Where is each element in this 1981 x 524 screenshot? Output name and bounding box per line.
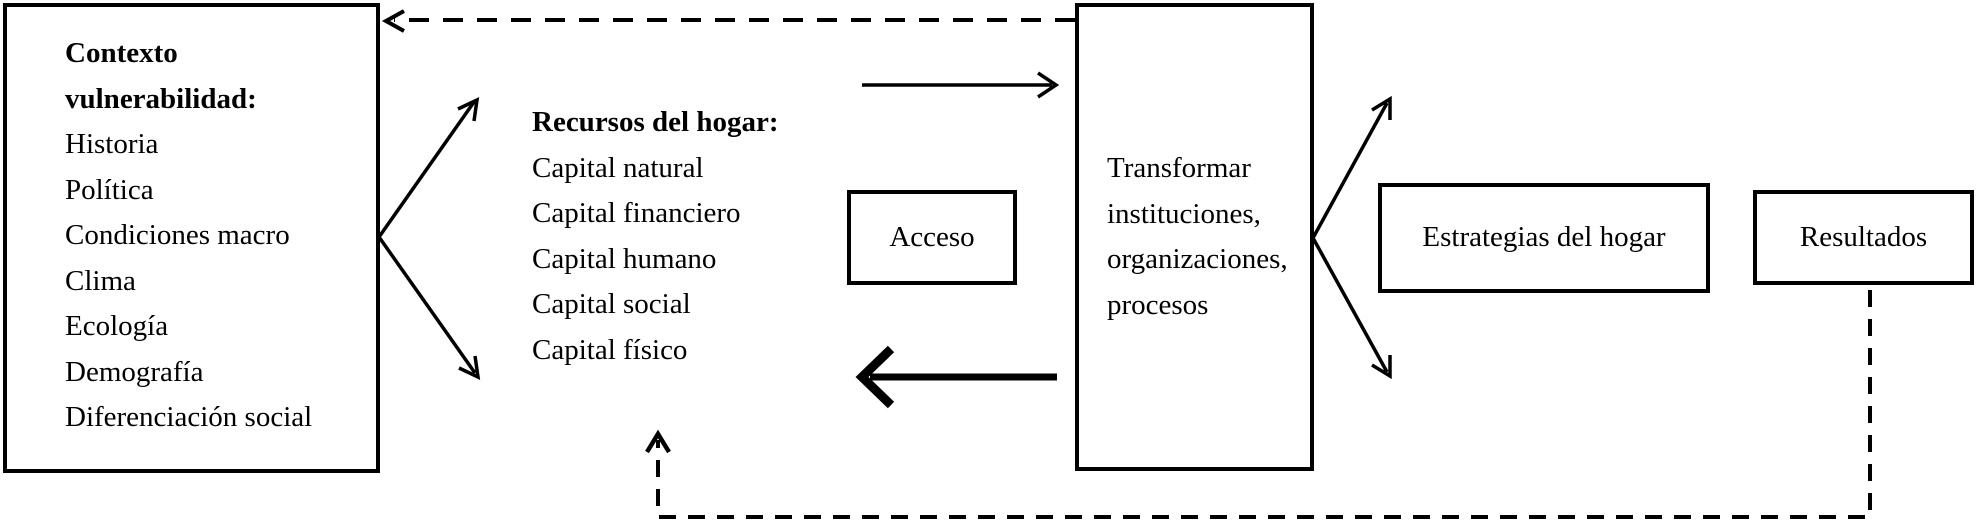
arrow-transformar-diverge-down [1311,237,1392,380]
contexto-vulnerabilidad-box: Contexto vulnerabilidad: Historia Políti… [3,3,380,473]
contexto-title-line2: vulnerabilidad: [65,82,257,115]
arrow-recursos-to-transformar [862,71,1060,99]
recursos-del-hogar-list: Recursos del hogar: Capital natural Capi… [532,100,778,373]
contexto-item: Historia [65,128,159,160]
transformar-line: organizaciones, [1107,243,1288,275]
recursos-item: Capital financiero [532,197,741,229]
recursos-title: Recursos del hogar: [532,106,779,138]
contexto-item: Diferenciación social [65,401,313,433]
transformar-line: procesos [1107,288,1209,321]
resultados-box: Resultados [1753,190,1974,285]
thick-arrow-transformar-to-recursos [855,345,1057,409]
contexto-item: Ecología [65,310,169,342]
contexto-item: Condiciones macro [65,219,290,251]
acceso-box: Acceso [847,190,1017,285]
recursos-item: Capital físico [532,333,688,366]
estrategias-label: Estrategias del hogar [1422,221,1666,254]
transformar-line: Transformar [1107,152,1251,184]
contexto-item: Clima [65,264,136,297]
contexto-item: Política [65,173,154,206]
acceso-label: Acceso [889,220,975,253]
resultados-label: Resultados [1799,220,1928,253]
arrow-contexto-diverge-down [377,235,481,380]
recursos-item: Capital natural [532,151,704,184]
arrow-contexto-diverge-up [377,97,480,239]
recursos-item: Capital humano [532,242,717,275]
dashed-arrow-transformar-to-contexto [381,9,1075,33]
arrow-transformar-diverge-up [1311,95,1392,239]
transformar-instituciones-box: Transformar instituciones, organizacione… [1075,3,1314,471]
estrategias-del-hogar-box: Estrategias del hogar [1378,183,1710,293]
contexto-title-line1: Contexto [65,37,178,69]
recursos-item: Capital social [532,288,691,320]
contexto-item: Demografía [65,355,204,388]
dashed-arrow-resultados-to-recursos [645,290,1872,519]
transformar-line: instituciones, [1107,197,1261,230]
